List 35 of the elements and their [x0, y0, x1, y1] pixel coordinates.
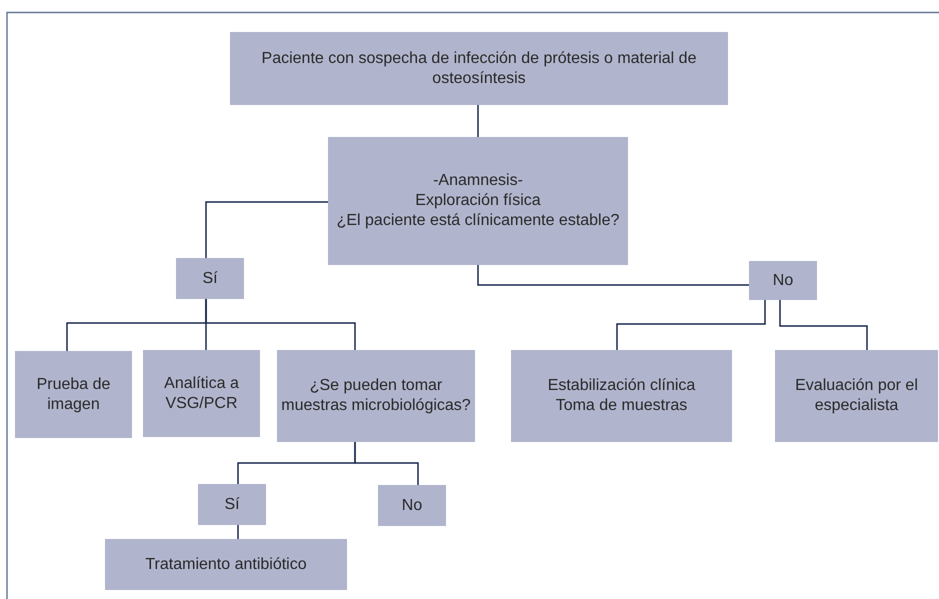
box-text: Tratamiento antibiótico — [145, 554, 307, 574]
box-text: ¿El paciente está clínicamente estable? — [336, 211, 620, 231]
box-text: -Anamnesis- — [433, 171, 523, 191]
box-text: No — [772, 270, 794, 290]
connector-line — [205, 299, 356, 350]
box-text: Toma de muestras — [556, 396, 688, 416]
box-text: Analítica a VSG/PCR — [163, 374, 240, 414]
box-text: Sí — [202, 268, 218, 288]
process-box — [15, 351, 132, 438]
box-text: Evaluación por el especialista — [794, 376, 919, 416]
process-box — [198, 484, 266, 525]
process-box — [749, 261, 817, 300]
connector-line — [477, 265, 749, 286]
connector-line — [616, 300, 766, 350]
process-box — [378, 485, 446, 526]
process-box — [176, 258, 244, 299]
box-text: Estabilización clínica — [548, 376, 696, 396]
box-text: Paciente con sospecha de infección de prótesis o material de osteosíntesis — [260, 48, 698, 88]
connector-line — [779, 300, 868, 350]
process-box — [775, 350, 938, 442]
connector-line — [237, 525, 239, 539]
connector-line — [354, 442, 419, 485]
process-box — [143, 350, 260, 437]
box-text: ¿Se pueden tomar muestras microbiológicas? — [281, 376, 471, 416]
process-box — [277, 350, 475, 442]
process-box — [230, 32, 728, 105]
box-text: Prueba de imagen — [36, 374, 112, 414]
process-box — [105, 539, 347, 590]
box-text: No — [402, 496, 422, 516]
connector-line — [477, 105, 479, 137]
box-text: Exploración física — [415, 191, 541, 211]
process-box — [328, 137, 628, 265]
process-box — [511, 350, 732, 442]
box-text: Sí — [224, 494, 240, 514]
connector-line — [205, 201, 328, 258]
